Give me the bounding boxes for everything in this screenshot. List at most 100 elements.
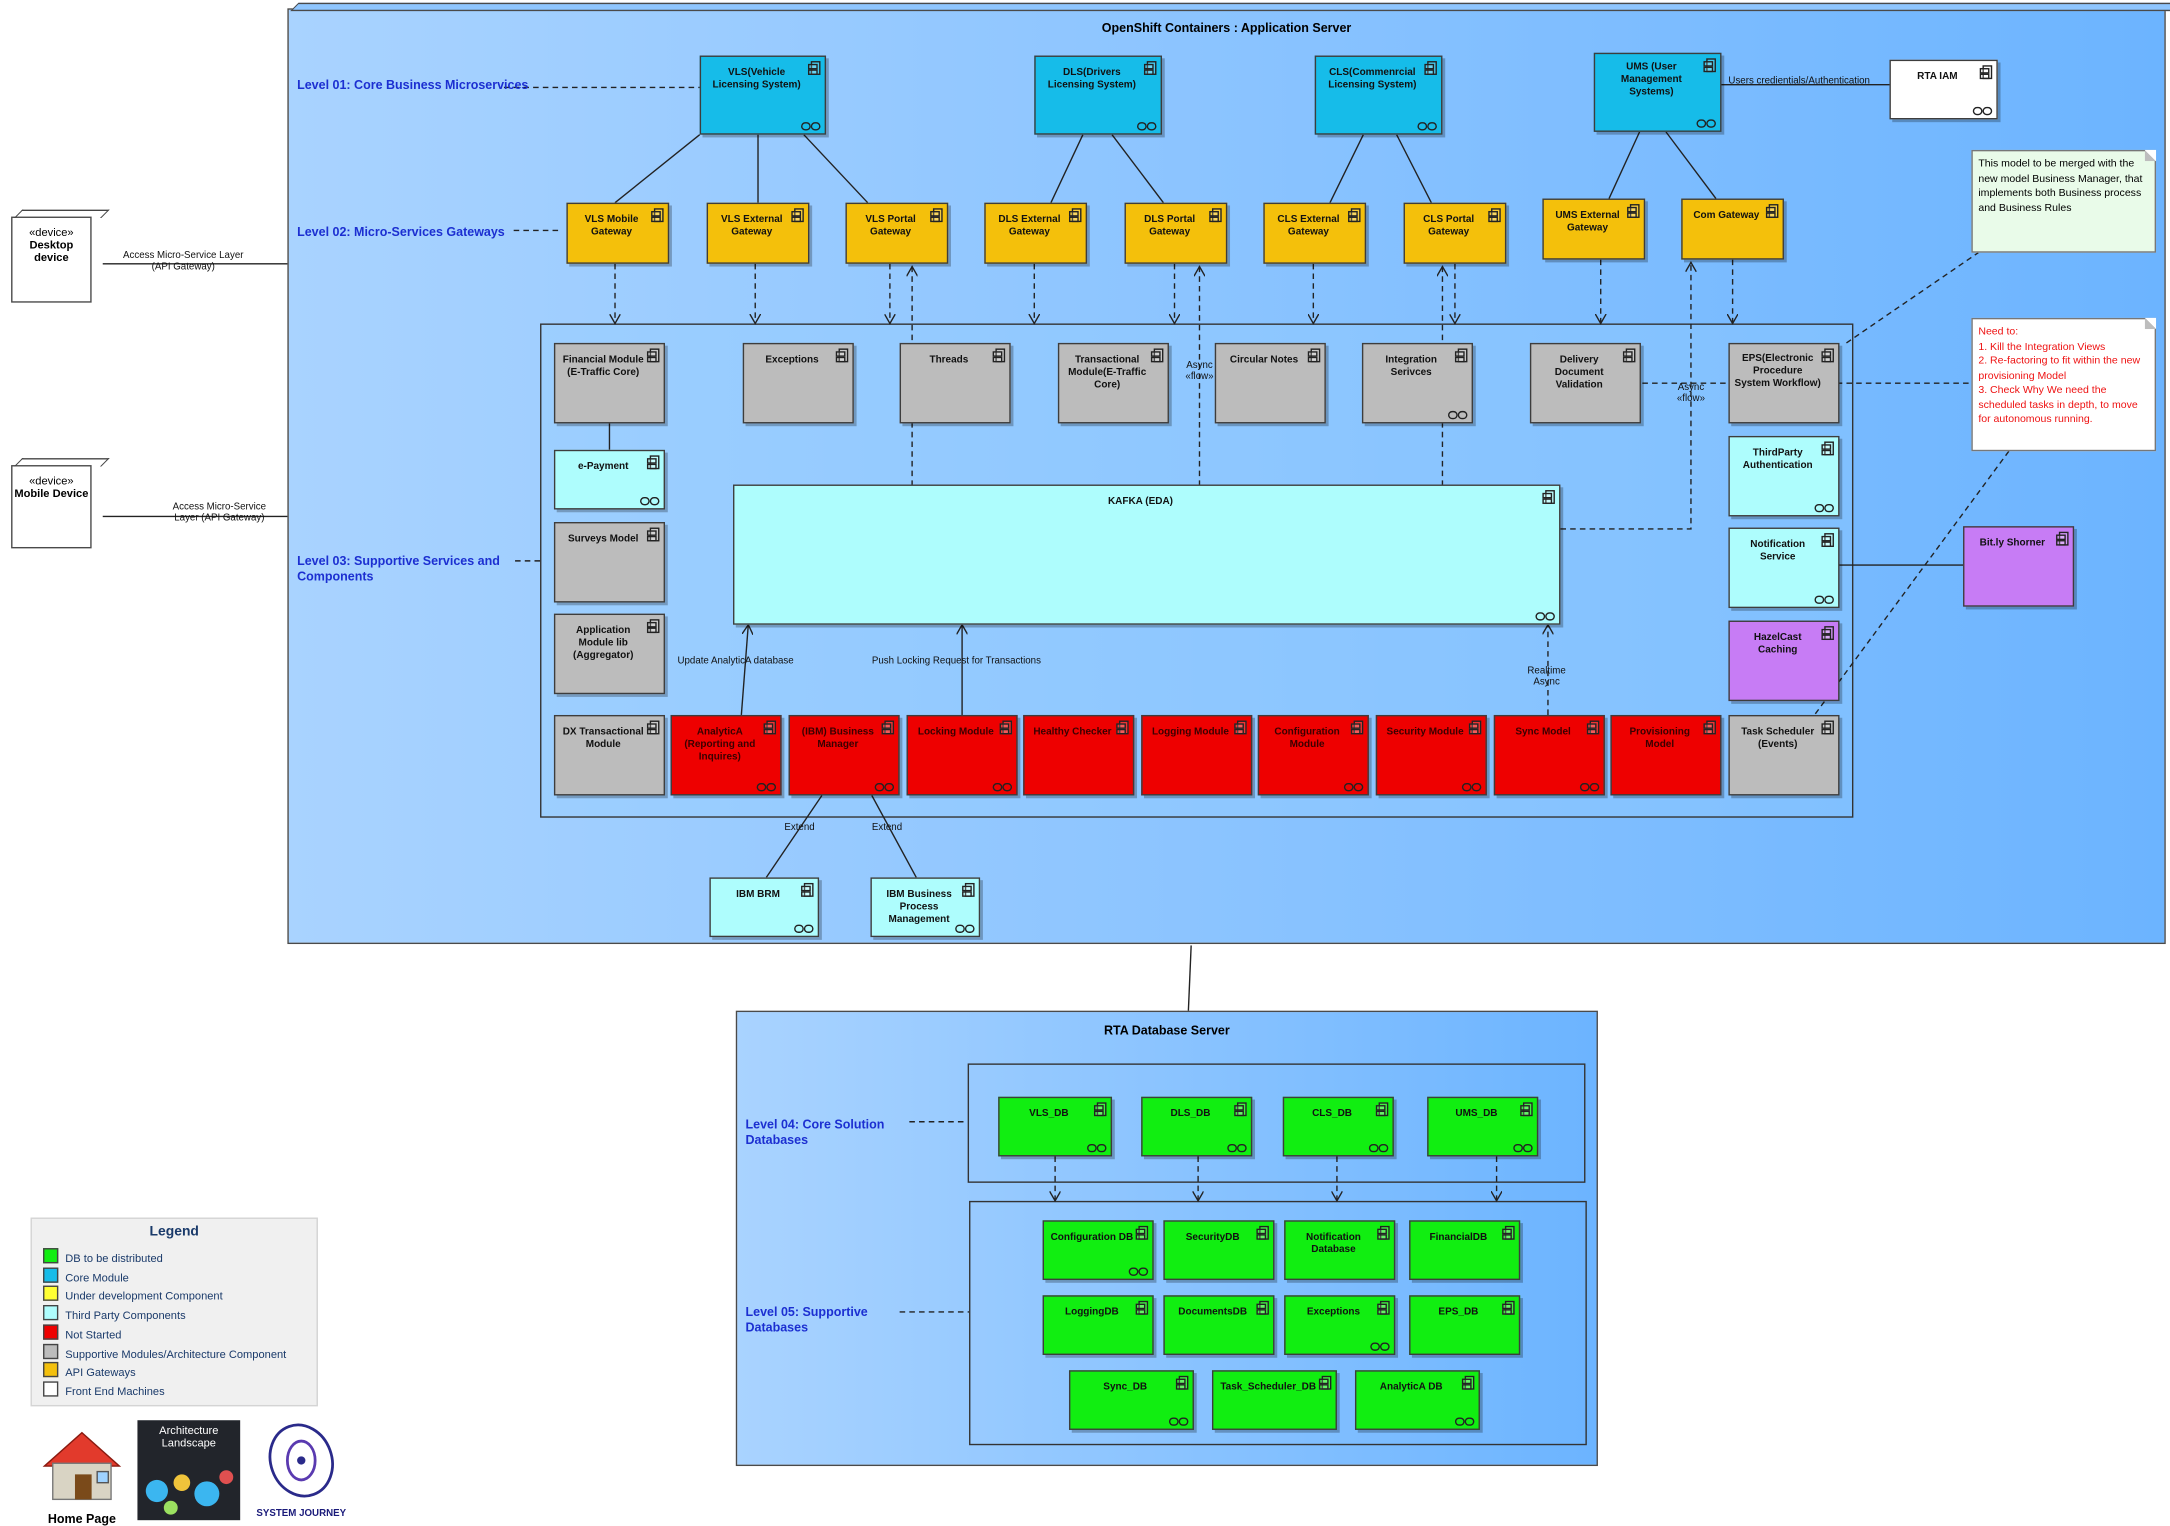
vls-db[interactable]: VLS_DB [998,1096,1113,1157]
component-icon [1150,348,1164,363]
vls-external-gateway[interactable]: VLS External Gateway [706,202,810,264]
cls-portal-gateway[interactable]: CLS Portal Gateway [1403,202,1507,264]
vls-core[interactable]: VLS(Vehicle Licensing System) [699,55,827,135]
exceptions-db[interactable]: Exceptions [1284,1295,1396,1355]
component-icon [962,882,975,897]
vls-portal-gateway[interactable]: VLS Portal Gateway [845,202,949,264]
bitly-shorner[interactable]: Bit.ly Shorner [1963,526,2075,607]
eps-db[interactable]: EPS_DB [1409,1295,1521,1355]
gateway-label: VLS External Gateway [720,212,783,238]
component-icon [1377,1300,1390,1315]
application-module-lib[interactable]: Application Module lib (Aggregator) [553,613,665,695]
cls-core[interactable]: CLS(Commenrcial Licensing System) [1314,55,1443,135]
ums-core[interactable]: UMS (User Management Systems) [1593,52,1722,132]
ums-external-gateway[interactable]: UMS External Gateway [1542,198,1646,260]
component-icon [1454,348,1468,363]
security-db[interactable]: SecurityDB [1163,1220,1275,1281]
dls-db[interactable]: DLS_DB [1141,1096,1253,1157]
e-payment[interactable]: e-Payment [553,449,665,510]
gateway-label: CLS Portal Gateway [1423,212,1475,238]
documents-db[interactable]: DocumentsDB [1163,1295,1275,1355]
component-icon [1627,204,1640,218]
link-icon [1087,1143,1107,1153]
component-icon [1375,1102,1389,1117]
async-flow-label-2: Async «flow» [1185,360,1214,382]
architecture-landscape-label: Architecture Landscape [159,1424,219,1450]
provisioning-model[interactable]: Provisioning Model [1610,714,1722,796]
component-label: Transactional Module(E-Traffic Core) [1068,352,1147,391]
link-icon [1368,1143,1389,1153]
todo-note: Need to: 1. Kill the Integration Views 2… [1971,317,2157,452]
component-icon [1135,1225,1149,1240]
ibm-bpm[interactable]: IBM Business Process Management [870,877,981,938]
legend-label: Front End Machines [65,1385,165,1398]
desktop-device[interactable]: «device» Desktop device [11,216,92,303]
integration-services[interactable]: Integration Serivces [1361,342,1473,424]
system-journey-logo [268,1423,334,1498]
security-module[interactable]: Security Module [1375,714,1487,796]
cls-external-gateway[interactable]: CLS External Gateway [1263,202,1367,264]
vls-mobile-gateway[interactable]: VLS Mobile Gateway [566,202,670,264]
analytica-db[interactable]: AnalyticA DB [1354,1370,1480,1430]
db-label: UMS_DB [1455,1106,1498,1119]
component-label: Healthy Checker [1033,724,1112,738]
dls-portal-gateway[interactable]: DLS Portal Gateway [1124,202,1228,264]
component-icon [999,720,1013,735]
component-label: Application Module lib (Aggregator) [572,623,634,661]
home-page-link[interactable]: Home Page [33,1424,130,1526]
link-icon [874,783,895,792]
delivery-document-validation[interactable]: Delivery Document Validation [1529,342,1641,424]
mobile-device[interactable]: «device» Mobile Device [11,465,92,549]
ums-db[interactable]: UMS_DB [1427,1096,1539,1157]
configuration-module[interactable]: Configuration Module [1257,714,1369,796]
notification-db[interactable]: Notification Database [1284,1220,1396,1281]
component-label: IBM Business Process Management [886,887,952,925]
notification-service[interactable]: Notification Service [1728,527,1840,609]
sync-db[interactable]: Sync_DB [1068,1370,1194,1430]
exceptions-module[interactable]: Exceptions [742,342,854,424]
component-icon [763,720,777,735]
financial-module[interactable]: Financial Module (E-Traffic Core) [553,342,665,424]
kafka-eda[interactable]: KAFKA (EDA) [733,484,1561,625]
com-gateway[interactable]: Com Gateway [1681,198,1784,260]
healthy-checker[interactable]: Healthy Checker [1023,714,1135,796]
dls-external-gateway[interactable]: DLS External Gateway [984,202,1088,264]
transactional-module[interactable]: Transactional Module(E-Traffic Core) [1057,342,1169,424]
financial-db[interactable]: FinancialDB [1409,1220,1521,1281]
thirdparty-authentication[interactable]: ThirdParty Authentication [1728,435,1840,517]
cls-db[interactable]: CLS_DB [1282,1096,1394,1157]
logging-db[interactable]: LoggingDB [1042,1295,1154,1355]
circular-notes[interactable]: Circular Notes [1214,342,1326,424]
logging-module[interactable]: Logging Module [1141,714,1253,796]
component-icon [1765,204,1779,218]
task-scheduler-db[interactable]: Task_Scheduler_DB [1211,1370,1337,1430]
architecture-landscape-link[interactable]: Architecture Landscape [137,1420,241,1521]
db-server-title: RTA Database Server [1104,1023,1230,1038]
dx-transactional-module[interactable]: DX Transactional Module [553,714,665,796]
sync-model[interactable]: Sync Model [1493,714,1605,796]
mobile-stereotype: «device» [29,474,74,488]
link-icon [1370,1342,1390,1351]
link-icon [1343,783,1364,792]
configuration-db[interactable]: Configuration DB [1042,1220,1154,1281]
ibm-brm[interactable]: IBM BRM [709,877,820,938]
task-scheduler[interactable]: Task Scheduler (Events) [1728,714,1840,796]
analytica-module[interactable]: AnalyticA (Reporting and Inquires) [670,714,782,796]
component-icon [1234,1102,1247,1117]
ibm-business-manager[interactable]: (IBM) Business Manager [788,714,900,796]
dls-core[interactable]: DLS(Drivers Licensing System) [1034,55,1163,135]
threads-module[interactable]: Threads [899,342,1011,424]
system-journey-link[interactable]: SYSTEM JOURNEY [247,1419,355,1522]
rta-iam[interactable]: RTA IAM [1889,59,1998,120]
component-label: Task Scheduler (Events) [1741,724,1815,750]
locking-module[interactable]: Locking Module [906,714,1018,796]
component-icon [1821,626,1834,641]
component-label: e-Payment [577,459,629,473]
component-icon [835,348,849,363]
link-icon [1814,503,1834,513]
eps-module[interactable]: EPS(Electronic Procedure System Workflow… [1728,342,1840,424]
hazelcast-caching[interactable]: HazelCast Caching [1728,620,1840,702]
surveys-model[interactable]: Surveys Model [553,522,665,603]
